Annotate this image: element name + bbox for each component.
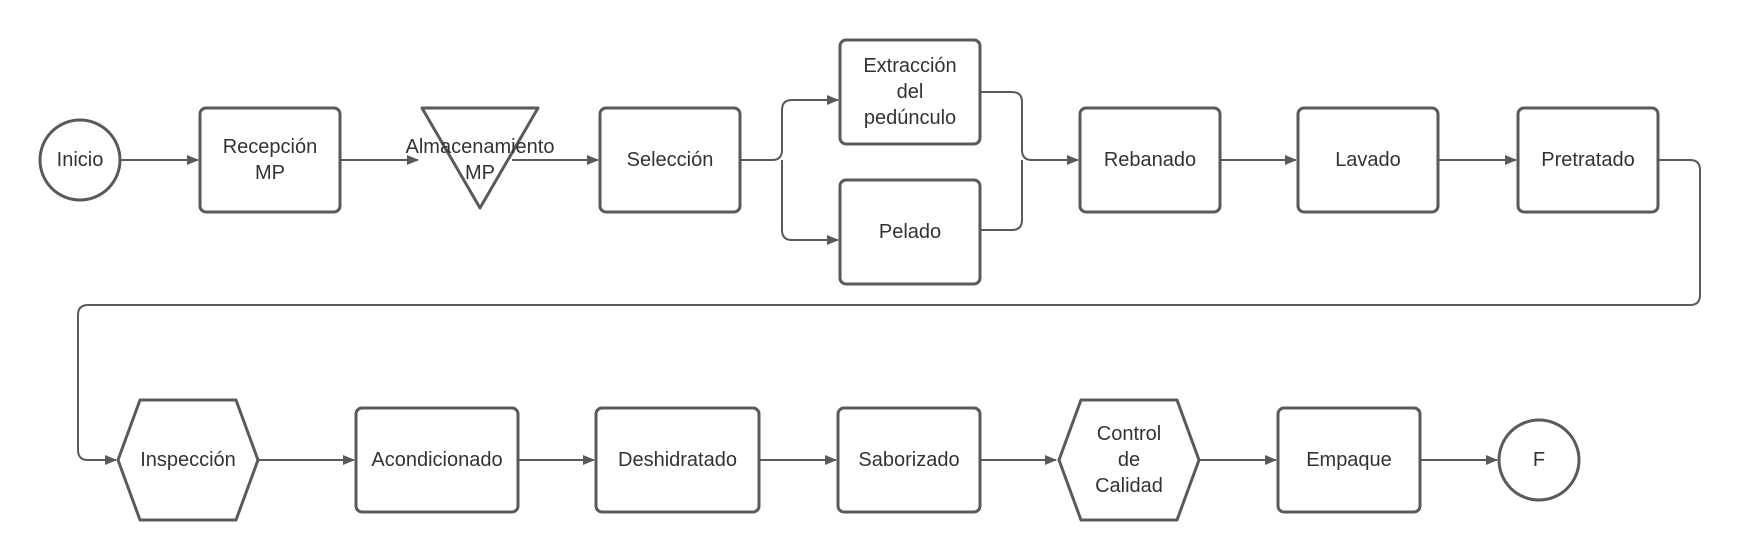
node-deshidratado-label: Deshidratado xyxy=(618,449,737,471)
node-acondicionado-label: Acondicionado xyxy=(371,449,502,471)
node-fin-label: F xyxy=(1533,449,1545,471)
node-control-shape xyxy=(1057,398,1201,522)
node-recepcion-label: MP xyxy=(255,162,285,184)
node-inspeccion-shape xyxy=(116,398,260,522)
node-extraccion-label: del xyxy=(897,81,924,103)
node-extraccion-shape xyxy=(838,38,982,146)
node-almacenamiento-label: MP xyxy=(465,162,495,184)
connector-extraccion-to-rebanado xyxy=(980,91,1079,165)
node-inicio: Inicio xyxy=(38,118,122,202)
node-recepcion-label: Recepción xyxy=(223,136,318,158)
node-control-label: Control xyxy=(1097,423,1161,445)
node-control-label: de xyxy=(1118,449,1140,471)
node-inicio-shape xyxy=(38,118,122,202)
connectors xyxy=(77,91,1701,465)
node-lavado-label: Lavado xyxy=(1335,149,1401,171)
node-recepcion-shape xyxy=(198,106,342,214)
node-saborizado: Saborizado xyxy=(836,406,982,514)
node-rebanado-label: Rebanado xyxy=(1104,149,1196,171)
node-pretratado-shape xyxy=(1516,106,1660,214)
node-rebanado: Rebanado xyxy=(1078,106,1222,214)
node-empaque: Empaque xyxy=(1276,406,1422,514)
node-fin-shape xyxy=(1497,418,1581,502)
node-acondicionado: Acondicionado xyxy=(354,406,520,514)
node-extraccion-label: pedúnculo xyxy=(864,107,956,129)
node-seleccion-shape xyxy=(598,106,742,214)
node-pelado-label: Pelado xyxy=(879,221,941,243)
connector-seleccion-to-pelado xyxy=(781,160,839,245)
node-pelado: Pelado xyxy=(838,178,982,286)
node-rebanado-shape xyxy=(1078,106,1222,214)
node-saborizado-shape xyxy=(836,406,982,514)
flowchart-nodes: InicioRecepciónMPAlmacenamientoMPSelecci… xyxy=(38,38,1660,522)
node-extraccion: Extracción del pedúnculo xyxy=(838,38,982,146)
node-almacenamiento-label: Almacenamiento xyxy=(406,136,555,158)
node-acondicionado-shape xyxy=(354,406,520,514)
node-pretratado: Pretratado xyxy=(1516,106,1660,214)
node-control-label: Calidad xyxy=(1095,475,1163,497)
node-inspeccion: Inspección xyxy=(116,398,260,522)
connector-seleccion-to-extraccion xyxy=(740,95,839,161)
node-deshidratado-shape xyxy=(594,406,761,514)
node-lavado-shape xyxy=(1296,106,1440,214)
node-almacenamiento-shape xyxy=(420,106,540,210)
node-saborizado-label: Saborizado xyxy=(858,449,959,471)
node-fin: F xyxy=(1497,418,1581,502)
node-inicio-label: Inicio xyxy=(57,149,104,171)
node-pelado-shape xyxy=(838,178,982,286)
node-empaque-label: Empaque xyxy=(1306,449,1392,471)
node-empaque-shape xyxy=(1276,406,1422,514)
node-seleccion: Selección xyxy=(598,106,742,214)
node-lavado: Lavado xyxy=(1296,106,1440,214)
node-seleccion-label: Selección xyxy=(627,149,714,171)
node-pretratado-label: Pretratado xyxy=(1541,149,1634,171)
node-extraccion-label: Extracción xyxy=(863,55,956,77)
node-inspeccion-label: Inspección xyxy=(140,449,236,471)
connector-pelado-to-rebanado xyxy=(980,160,1023,231)
connector-pretratado-to-inspeccion xyxy=(77,159,1701,465)
node-deshidratado: Deshidratado xyxy=(594,406,761,514)
